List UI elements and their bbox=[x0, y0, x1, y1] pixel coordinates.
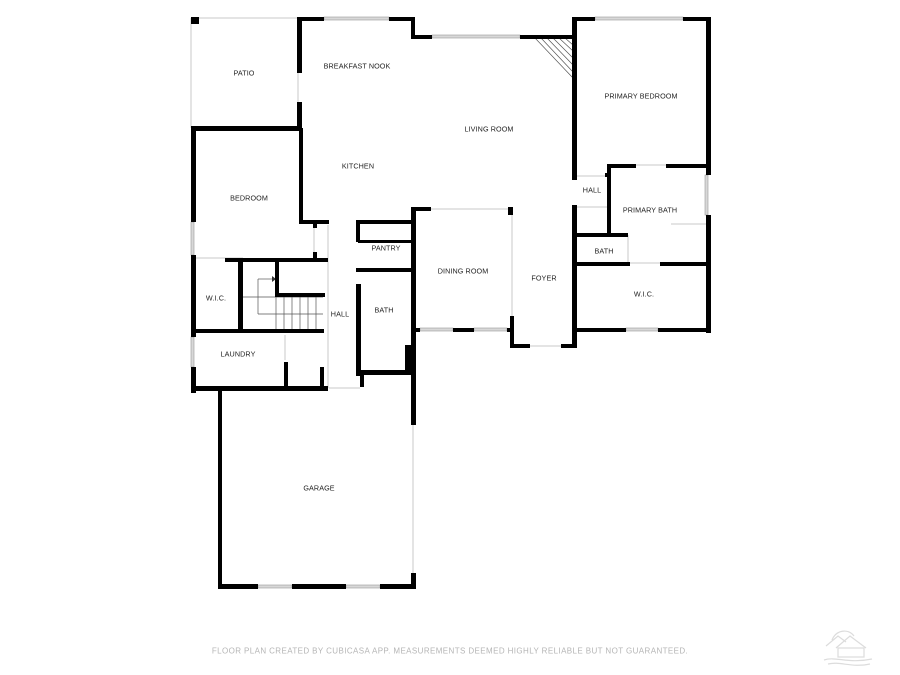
walls bbox=[191, 17, 711, 589]
room-label-hall-primary: HALL bbox=[582, 185, 602, 195]
room-label-breakfast-nook: BREAKFAST NOOK bbox=[323, 61, 391, 71]
open-boundaries bbox=[190, 17, 706, 573]
room-label-laundry: LAUNDRY bbox=[220, 349, 256, 359]
room-label-pantry: PANTRY bbox=[371, 243, 401, 253]
room-label-hall-center: HALL bbox=[330, 309, 350, 319]
room-label-foyer: FOYER bbox=[531, 273, 557, 283]
room-label-kitchen: KITCHEN bbox=[341, 161, 375, 171]
disclaimer-text: FLOOR PLAN CREATED BY CUBICASA APP. MEAS… bbox=[211, 646, 689, 656]
staircase bbox=[243, 276, 323, 331]
room-label-patio: PATIO bbox=[233, 68, 255, 78]
room-label-wic-primary: W.I.C. bbox=[633, 289, 655, 299]
room-label-primary-bedroom: PRIMARY BEDROOM bbox=[604, 91, 678, 101]
mls-house-watermark-icon bbox=[823, 630, 873, 666]
room-label-garage: GARAGE bbox=[303, 483, 335, 493]
room-label-dining-room: DINING ROOM bbox=[437, 266, 489, 276]
room-label-wic-left: W.I.C. bbox=[205, 293, 227, 303]
windows bbox=[190, 16, 709, 589]
room-label-bedroom: BEDROOM bbox=[230, 193, 268, 203]
room-label-primary-bath: PRIMARY BATH bbox=[622, 205, 678, 215]
fireplace bbox=[534, 37, 574, 79]
room-label-bath-center: BATH bbox=[374, 305, 394, 315]
room-label-bath-primary: BATH bbox=[594, 246, 614, 256]
room-label-living-room: LIVING ROOM bbox=[464, 124, 514, 134]
